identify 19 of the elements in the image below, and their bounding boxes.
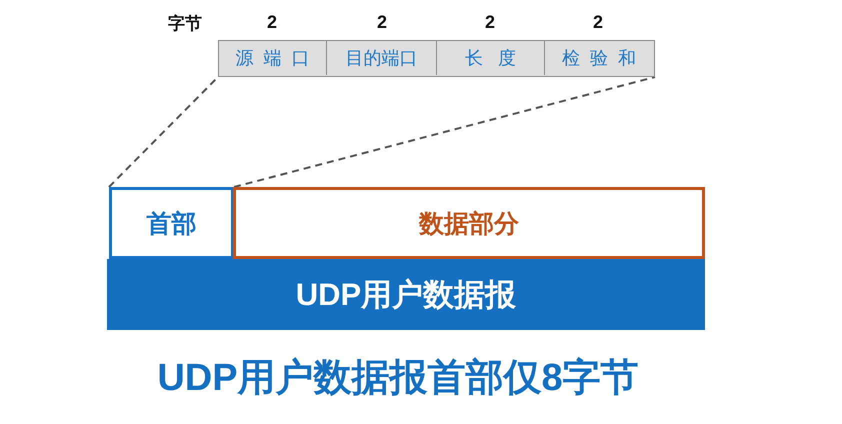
byte-count: 2 (267, 12, 277, 33)
data-label: 数据部分 (419, 208, 519, 240)
field-name: 目的端口 (346, 47, 418, 70)
expansion-line (108, 76, 219, 188)
header-box (109, 187, 234, 259)
unit-label: 字节 (168, 13, 202, 35)
byte-count: 2 (485, 12, 495, 33)
datagram-label: UDP用户数据报 (296, 276, 516, 314)
field-name: 检验和 (562, 47, 646, 70)
datagram-band (107, 259, 705, 330)
field-name: 源端口 (236, 47, 320, 70)
header-label: 首部 (146, 208, 196, 240)
byte-count: 2 (593, 12, 603, 33)
byte-count: 2 (377, 12, 387, 33)
caption-text: UDP用户数据报首部仅8字节 (157, 356, 639, 401)
expansion-line (234, 76, 656, 188)
field-name: 长度 (464, 47, 532, 70)
data-box (233, 187, 705, 259)
header-field-strip (218, 40, 655, 77)
